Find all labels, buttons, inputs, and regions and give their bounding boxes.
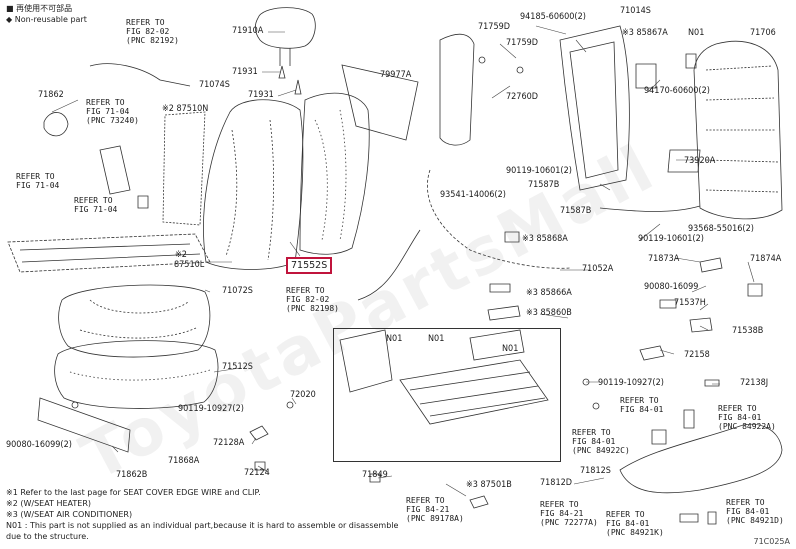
back-spring-drawing <box>693 40 783 220</box>
part-label[interactable]: 71873A <box>648 254 680 264</box>
part-label[interactable]: ※3 85868A <box>522 234 568 244</box>
refer-to-label[interactable]: REFER TO FIG 84-21 (PNC 72277A) <box>540 500 598 527</box>
part-label[interactable]: 71910A <box>232 26 264 36</box>
seat-track-drawing <box>399 359 549 425</box>
headrest-drawing <box>254 7 316 49</box>
part-label[interactable]: 71074S <box>199 80 230 90</box>
part-label[interactable]: 94170-60600(2) <box>644 86 710 96</box>
refer-to-label[interactable]: REFER TO FIG 84-01 <box>620 396 664 414</box>
part-label[interactable]: 72138J <box>740 378 769 388</box>
refer-to-label[interactable]: REFER TO FIG 84-01 (PNC 84921K) <box>606 510 664 537</box>
note-3: ※3 (W/SEAT AIR CONDITIONER) <box>6 510 133 519</box>
refer-to-label[interactable]: REFER TO FIG 82-02 (PNC 82198) <box>286 286 339 313</box>
part-label[interactable]: 90119-10601(2) <box>638 234 704 244</box>
part-label[interactable]: 71759D <box>478 22 510 32</box>
diamond-icon: ◆ <box>6 15 13 24</box>
filled-square-icon: ■ <box>6 4 14 13</box>
part-label[interactable]: 71862 <box>38 90 64 100</box>
part-label[interactable]: 71931 <box>232 67 258 77</box>
part-label[interactable]: 71874A <box>750 254 782 264</box>
refer-to-label[interactable]: REFER TO FIG 84-01 (PNC 84921D) <box>726 498 784 525</box>
note-5: due to the structure. <box>6 532 89 541</box>
part-label[interactable]: 71868A <box>168 456 200 466</box>
part-label[interactable]: 72124 <box>244 468 270 478</box>
part-label[interactable]: 90080-16099(2) <box>6 440 72 450</box>
refer-to-label[interactable]: REFER TO FIG 84-01 (PNC 84922C) <box>572 428 630 455</box>
part-label[interactable]: 71587B <box>528 180 560 190</box>
part-label[interactable]: 71862B <box>116 470 148 480</box>
note-1: ※1 Refer to the last page for SEAT COVER… <box>6 488 261 497</box>
part-label[interactable]: 71052A <box>582 264 614 274</box>
part-label[interactable]: ※3 85860B <box>526 308 572 318</box>
part-label[interactable]: 79977A <box>380 70 412 80</box>
part-label[interactable]: 71512S <box>222 362 253 372</box>
refer-to-label[interactable]: REFER TO FIG 71-04 (PNC 73240) <box>86 98 139 125</box>
legend-label: Non-reusable part <box>14 15 87 24</box>
part-label[interactable]: 90080-16099 <box>644 282 699 292</box>
part-label[interactable]: 71537H <box>674 298 706 308</box>
part-label[interactable]: 71849 <box>362 470 388 480</box>
seat-track-detail-box <box>333 328 561 462</box>
part-label-highlighted[interactable]: 71552S <box>286 257 333 274</box>
part-label[interactable]: 93568-55016(2) <box>688 224 754 234</box>
diagram-code: 71C025A <box>753 537 790 546</box>
side-shield-drawing <box>619 424 783 494</box>
part-label[interactable]: 71759D <box>506 38 538 48</box>
wire-harness-drawing <box>427 169 571 269</box>
part-label[interactable]: 72158 <box>684 350 710 360</box>
seat-cushion-cover-drawing <box>54 340 219 409</box>
seatback-frame-drawing <box>559 25 630 191</box>
refer-to-label[interactable]: REFER TO FIG 71-04 <box>16 172 60 190</box>
part-label[interactable]: 94185-60600(2) <box>520 12 586 22</box>
part-label[interactable]: 73920A <box>684 156 716 166</box>
refer-to-label[interactable]: REFER TO FIG 84-21 (PNC 89178A) <box>406 496 464 523</box>
part-label[interactable]: 71072S <box>222 286 253 296</box>
refer-to-label[interactable]: REFER TO FIG 82-02 (PNC 82192) <box>126 18 179 45</box>
legend-label: 再使用不可部品 <box>16 4 73 13</box>
part-label[interactable]: 71812D <box>540 478 572 488</box>
note-4: N01 : This part is not supplied as an in… <box>6 521 399 530</box>
seatback-pad-drawing <box>203 99 304 270</box>
part-label[interactable]: 71587B <box>560 206 592 216</box>
note-2: ※2 (W/SEAT HEATER) <box>6 499 92 508</box>
part-label[interactable]: 90119-10927(2) <box>598 378 664 388</box>
part-label[interactable]: N01 <box>688 28 705 38</box>
part-label[interactable]: 71812S <box>580 466 611 476</box>
refer-to-label[interactable]: REFER TO FIG 84-01 (PNC 84922A) <box>718 404 776 431</box>
part-label[interactable]: ※3 87501B <box>466 480 512 490</box>
part-label[interactable]: 72020 <box>290 390 316 400</box>
part-label[interactable]: 71014S <box>620 6 651 16</box>
part-label[interactable]: 72128A <box>213 438 245 448</box>
legend-nonreusable-en: ◆ Non-reusable part <box>6 15 87 24</box>
part-label[interactable]: ※3 85867A <box>622 28 668 38</box>
part-label: ※2 <box>175 250 187 260</box>
part-label[interactable]: N01 <box>428 334 445 344</box>
part-label[interactable]: N01 <box>386 334 403 344</box>
part-label[interactable]: 71931 <box>248 90 274 100</box>
part-label[interactable]: 87510L <box>174 260 205 270</box>
refer-to-label[interactable]: REFER TO FIG 71-04 <box>74 196 118 214</box>
part-label[interactable]: 71538B <box>732 326 764 336</box>
part-label[interactable]: 90119-10601(2) <box>506 166 572 176</box>
part-label[interactable]: ※2 87510N <box>162 104 209 114</box>
part-label[interactable]: ※3 85866A <box>526 288 572 298</box>
legend-nonreusable-jp: ■ 再使用不可部品 <box>6 4 72 13</box>
part-label[interactable]: 72760D <box>506 92 538 102</box>
part-label[interactable]: 93541-14006(2) <box>440 190 506 200</box>
part-label[interactable]: 90119-10927(2) <box>178 404 244 414</box>
seatback-cover-drawing <box>299 92 370 255</box>
seat-cushion-pad-drawing <box>58 284 211 358</box>
part-label[interactable]: 71706 <box>750 28 776 38</box>
back-board-drawing <box>341 64 419 141</box>
part-label[interactable]: N01 <box>502 344 519 354</box>
